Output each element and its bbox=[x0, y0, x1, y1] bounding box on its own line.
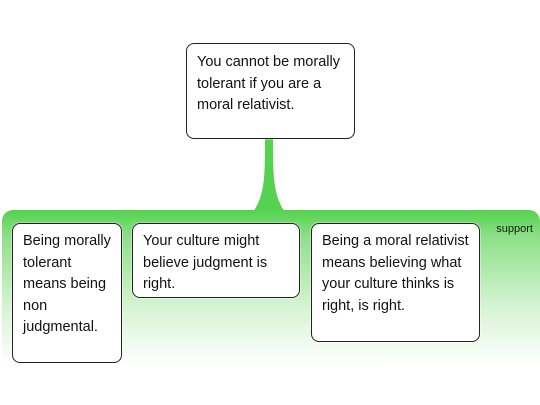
reason-box-3[interactable]: Being a moral relativist means believing… bbox=[311, 223, 480, 342]
support-label: support bbox=[496, 223, 533, 235]
reason-box-2[interactable]: Your culture might believe judgment is r… bbox=[132, 223, 300, 298]
reason-box-1[interactable]: Being morally tolerant means being non j… bbox=[12, 223, 122, 363]
claim-box[interactable]: You cannot be morally tolerant if you ar… bbox=[186, 43, 355, 139]
